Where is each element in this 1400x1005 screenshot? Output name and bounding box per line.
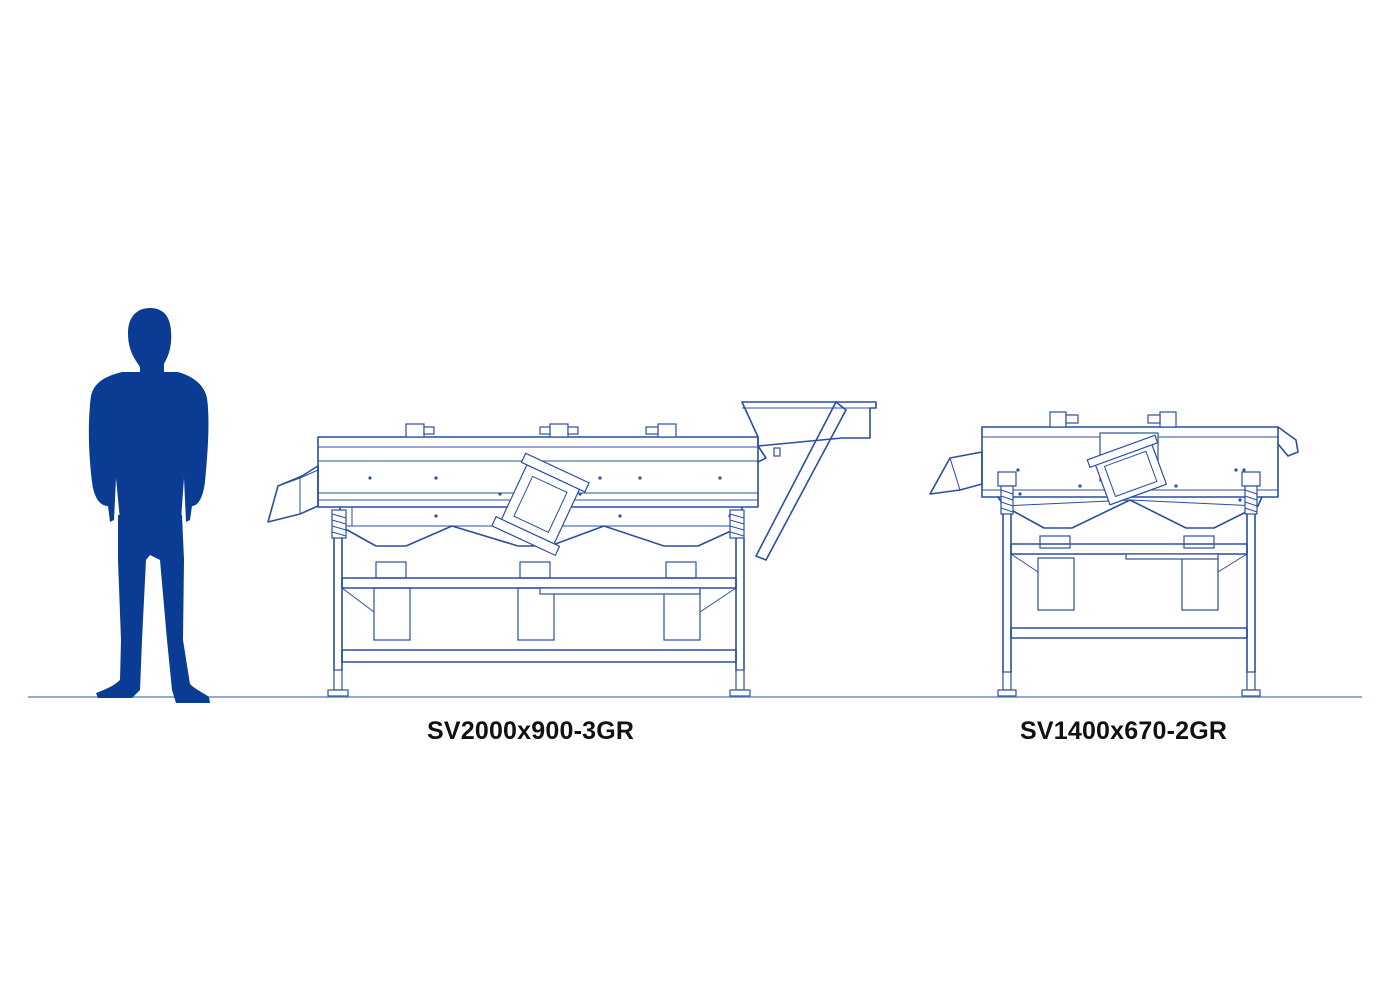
inlet-chute (267, 465, 319, 523)
inlet-chute-right (929, 451, 983, 495)
top-fittings (405, 423, 677, 438)
support-frame-right (1002, 513, 1256, 673)
machine-sv2000-3gr (267, 401, 877, 697)
discharge-hoppers-right (997, 496, 1263, 529)
springs-right (997, 471, 1261, 515)
vibration-motor-right (1086, 434, 1168, 506)
caption-sv1400: SV1400x670-2GR (1020, 717, 1228, 745)
outlet-collars-right (1039, 535, 1215, 549)
machine-sv1400-2gr (929, 411, 1299, 697)
top-fittings-right (1049, 411, 1177, 428)
outlet-collars (375, 561, 697, 579)
outlet-hopper (741, 401, 877, 561)
adjustable-feet-right (997, 671, 1261, 697)
bolts-right (1016, 468, 1246, 502)
support-frame (333, 537, 745, 671)
collection-bins (373, 587, 701, 641)
caption-sv2000: SV2000x900-3GR (427, 717, 635, 745)
vibration-motor (491, 452, 590, 557)
adjustable-feet (327, 669, 751, 697)
springs (331, 509, 745, 539)
collection-bins-right (1037, 557, 1219, 611)
human-silhouette (88, 308, 210, 703)
